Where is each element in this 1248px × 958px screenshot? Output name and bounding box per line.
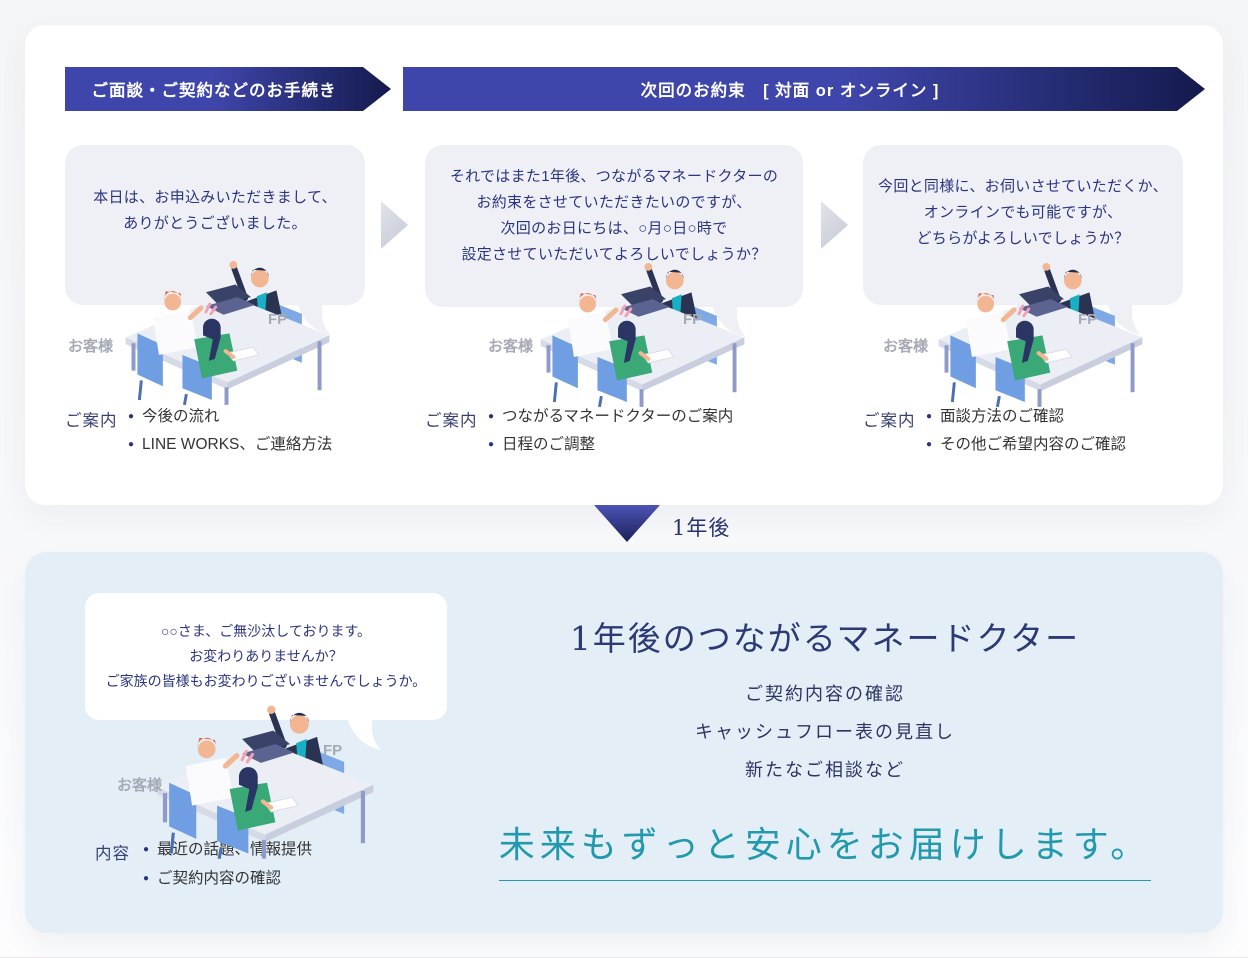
bullet-icon: ● xyxy=(128,439,135,450)
bullet-icon: ● xyxy=(488,439,495,450)
future-point: キャッシュフロー表の見直し xyxy=(695,722,955,743)
bubble-line: 設定させていただいてよろしいでしょうか？ xyxy=(461,246,767,263)
guide-item: ● 面談方法のご確認 xyxy=(926,406,1126,427)
guide-item-text: 日程のご調整 xyxy=(502,436,596,453)
guide-label: ご案内 xyxy=(65,411,118,430)
guide-item-text: つながるマネードクターのご案内 xyxy=(502,408,734,425)
bubble-line: ○○さま、ご無沙汰しております。 xyxy=(160,623,372,639)
bubble-line: お約束をさせていただきたいのですが、 xyxy=(476,194,752,211)
content-label: 内容 xyxy=(95,844,130,863)
meeting-illustration xyxy=(923,255,1158,407)
guide-list: ● 面談方法のご確認 ● その他ご希望内容のご確認 xyxy=(926,406,1126,455)
future-section-title: 1年後のつながるマネードクター xyxy=(569,619,1081,658)
content-item: ● 最近の話題、情報提供 xyxy=(143,839,312,860)
down-arrow-icon xyxy=(594,505,660,542)
chevron-right-icon xyxy=(821,201,848,249)
guide-item: ● その他ご希望内容のご確認 xyxy=(926,434,1126,455)
fp-label: FP xyxy=(323,742,343,759)
step-header-next-appointment: 次回のお約束 [ 対面 or オンライン ] xyxy=(403,67,1205,111)
guide-item: ● 今後の流れ xyxy=(128,406,332,427)
speech-bubble-next-appointment: それではまた1年後、つながるマネードクターの お約束をさせていただきたいのですが… xyxy=(425,145,803,307)
content-item: ● ご契約内容の確認 xyxy=(143,868,312,889)
customer-label: お客様 xyxy=(883,338,929,355)
guide-label: ご案内 xyxy=(863,411,916,430)
speech-bubble-thanks: 本日は、お申込みいただきまして、 ありがとうございました。 xyxy=(65,145,365,305)
meeting-illustration xyxy=(525,255,760,407)
one-year-later-card: ○○さま、ご無沙汰しております。 お変わりありませんか？ ご家族の皆様もお変わり… xyxy=(25,552,1223,933)
customer-label: お客様 xyxy=(117,777,163,794)
future-point: ご契約内容の確認 xyxy=(745,684,905,705)
meeting-illustration xyxy=(140,697,390,859)
bubble-line: どちらがよろしいでしょうか？ xyxy=(916,230,1130,247)
content-item-text: 最近の話題、情報提供 xyxy=(157,841,313,858)
guide-item-text: 今後の流れ xyxy=(142,408,220,425)
guide-item-text: その他ご希望内容のご確認 xyxy=(940,436,1127,453)
meeting-illustration xyxy=(110,253,345,405)
bullet-icon: ● xyxy=(143,873,150,884)
bubble-line: 次回のお日にちは、○月○日○時で xyxy=(500,220,728,237)
speech-bubble-method: 今回と同様に、お伺いさせていただくか、 オンラインでも可能ですが、 どちらがよろ… xyxy=(863,145,1183,305)
bubble-line: 本日は、お申込みいただきまして、 xyxy=(93,189,337,206)
tagline-wrap: 未来もずっと安心をお届けします。 xyxy=(485,816,1165,881)
guide-list: ● 今後の流れ ● LINE WORKS、ご連絡方法 xyxy=(128,406,332,455)
guide-item: ● LINE WORKS、ご連絡方法 xyxy=(128,434,332,455)
customer-label: お客様 xyxy=(488,338,534,355)
step-header-procedure-label: ご面談・ご契約などのお手続き xyxy=(91,82,337,100)
future-point: 新たなご相談など xyxy=(745,760,905,781)
bubble-line: オンラインでも可能ですが、 xyxy=(923,204,1123,221)
bubble-line: お変わりありませんか？ xyxy=(189,648,343,664)
bullet-icon: ● xyxy=(926,439,933,450)
guide-item: ● 日程のご調整 xyxy=(488,434,733,455)
guide-item-text: LINE WORKS、ご連絡方法 xyxy=(142,436,333,453)
bubble-line: ありがとうございました。 xyxy=(123,215,307,232)
content-list: ● 最近の話題、情報提供 ● ご契約内容の確認 xyxy=(143,839,312,889)
guide-item-text: 面談方法のご確認 xyxy=(940,408,1065,425)
content-item-text: ご契約内容の確認 xyxy=(157,870,282,887)
bubble-line: ご家族の皆様もお変わりございませんでしょうか。 xyxy=(105,673,427,689)
fp-label: FP xyxy=(1078,311,1098,328)
bubble-line: 今回と同様に、お伺いさせていただくか、 xyxy=(878,178,1168,195)
fp-label: FP xyxy=(683,311,703,328)
bullet-icon: ● xyxy=(128,411,135,422)
bullet-icon: ● xyxy=(488,411,495,422)
bullet-icon: ● xyxy=(926,411,933,422)
fp-label: FP xyxy=(268,311,288,328)
step-header-procedure: ご面談・ご契約などのお手続き xyxy=(65,67,391,111)
speech-bubble-greeting: ○○さま、ご無沙汰しております。 お変わりありませんか？ ご家族の皆様もお変わり… xyxy=(85,593,447,720)
customer-label: お客様 xyxy=(68,338,114,355)
chevron-right-icon xyxy=(381,201,408,249)
guide-label: ご案内 xyxy=(425,411,478,430)
tagline: 未来もずっと安心をお届けします。 xyxy=(498,816,1152,881)
one-year-later-label: 1年後 xyxy=(672,516,731,540)
guide-item: ● つながるマネードクターのご案内 xyxy=(488,406,733,427)
bubble-line: それではまた1年後、つながるマネードクターの xyxy=(449,168,779,185)
step-header-next-appointment-label: 次回のお約束 [ 対面 or オンライン ] xyxy=(640,82,940,100)
bullet-icon: ● xyxy=(143,844,150,855)
meeting-steps-card: ご面談・ご契約などのお手続き 次回のお約束 [ 対面 or オンライン ] 本日… xyxy=(25,25,1223,505)
guide-list: ● つながるマネードクターのご案内 ● 日程のご調整 xyxy=(488,406,733,455)
